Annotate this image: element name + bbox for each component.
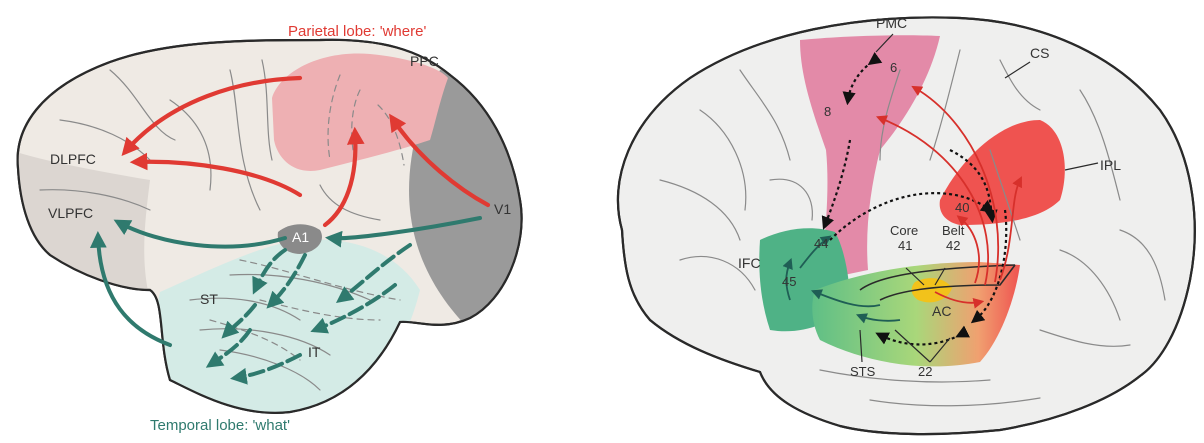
area-22-label: 22 bbox=[918, 364, 932, 379]
area-6-label: 6 bbox=[890, 60, 897, 75]
ac-label: AC bbox=[932, 303, 951, 319]
temporal-lobe-title: Temporal lobe: 'what' bbox=[150, 417, 290, 434]
ifc-label: IFC bbox=[738, 255, 761, 271]
st-label: ST bbox=[200, 291, 218, 307]
ipl-label: IPL bbox=[1100, 157, 1121, 173]
area-45-label: 45 bbox=[782, 274, 796, 289]
parietal-lobe-title: Parietal lobe: 'where' bbox=[288, 23, 426, 40]
area-41-label: 41 bbox=[898, 238, 912, 253]
dlpfc-label: DLPFC bbox=[50, 151, 96, 167]
area-40-label: 40 bbox=[955, 200, 969, 215]
pmc-label: PMC bbox=[876, 15, 907, 31]
core-label: Core bbox=[890, 223, 918, 238]
belt-label: Belt bbox=[942, 223, 965, 238]
cs-label: CS bbox=[1030, 45, 1049, 61]
area-44-label: 44 bbox=[814, 236, 828, 251]
left-brain bbox=[10, 40, 560, 417]
it-label: IT bbox=[308, 344, 321, 360]
vlpfc-label: VLPFC bbox=[48, 205, 93, 221]
area-42-label: 42 bbox=[946, 238, 960, 253]
ppc-label: PPC bbox=[410, 53, 439, 69]
sts-label: STS bbox=[850, 364, 876, 379]
v1-label: V1 bbox=[494, 201, 511, 217]
a1-label: A1 bbox=[292, 229, 309, 245]
area-8-label: 8 bbox=[824, 104, 831, 119]
